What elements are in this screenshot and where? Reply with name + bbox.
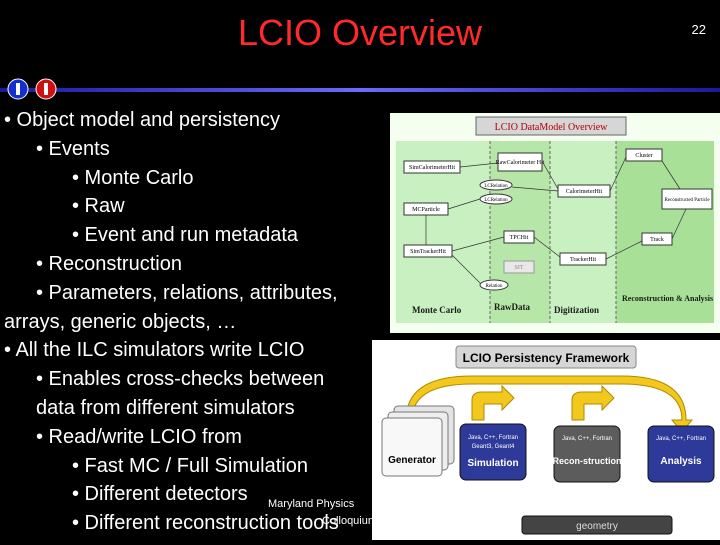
bullet-list: • Object model and persistency • Events … xyxy=(0,106,390,538)
box-track: Track xyxy=(650,237,664,243)
bullet-item: • Parameters, relations, attributes, xyxy=(36,281,338,304)
slide-title: LCIO Overview xyxy=(237,12,483,53)
stage-generator: Generator xyxy=(388,455,436,466)
bullet-item: • Enables cross-checks between xyxy=(36,368,325,391)
reconstruction-region xyxy=(616,141,714,323)
section-digitization: Digitization xyxy=(554,305,599,315)
box-reconstructed-particle: Reconstructed Particle xyxy=(664,198,710,203)
persistency-diagram: LCIO Persistency Framework Generator Jav… xyxy=(372,340,720,540)
bullet-item: • Raw xyxy=(72,195,125,218)
stage-analysis-langs: Java, C++, Fortran xyxy=(656,436,706,442)
box-tracker-hit: TrackerHit xyxy=(570,257,596,263)
section-monte-carlo: Monte Carlo xyxy=(412,305,462,315)
bullet-item: • Different detectors xyxy=(72,483,248,506)
bullet-item: • Event and run metadata xyxy=(72,224,299,247)
ilc-logo-icon xyxy=(7,78,57,100)
stage-simulation-langs: Java, C++, Fortran xyxy=(468,435,518,441)
slide-number: 22 xyxy=(691,22,706,37)
geometry-bar: geometry xyxy=(521,515,673,535)
bullet-item: • Monte Carlo xyxy=(72,166,194,189)
digitization-region xyxy=(550,141,616,323)
bullet-item: data from different simulators xyxy=(36,396,295,419)
box-sit: SIT xyxy=(515,265,524,271)
box-cluster: Cluster xyxy=(635,153,652,159)
box-tpc-hit: TPCHit xyxy=(510,235,529,241)
bullet-item: • Events xyxy=(36,137,110,160)
bullet-item: • Different reconstruction tools xyxy=(72,512,339,535)
persistency-title: LCIO Persistency Framework xyxy=(463,351,630,365)
simulation-stage: Java, C++, Fortran Geant3, Geant4 Simula… xyxy=(459,423,527,481)
bullet-item: • Reconstruction xyxy=(36,252,182,275)
stage-reconstruction: Recon-struction xyxy=(552,456,621,466)
box-mc-particle: MCParticle xyxy=(412,207,440,213)
bullet-item: • Read/write LCIO from xyxy=(36,425,242,448)
bullet-item: arrays, generic objects, … xyxy=(4,310,237,333)
stage-geometry: geometry xyxy=(576,521,618,532)
box-sim-tracker-hit: SimTrackerHit xyxy=(410,249,446,255)
bullet-item: • Fast MC / Full Simulation xyxy=(72,454,308,477)
stage-simulation: Simulation xyxy=(467,458,518,469)
section-raw-data: RawData xyxy=(494,302,530,312)
datamodel-diagram: LCIO DataModel Overview SimCalorimeterHi… xyxy=(390,113,720,333)
stage-analysis: Analysis xyxy=(660,456,702,467)
box-raw-calorimeter-hit: RawCalorimeter Hit xyxy=(496,160,545,166)
box-relation: Relation xyxy=(486,284,503,289)
footer-physics: Maryland Physics xyxy=(268,498,355,510)
box-sim-calorimeter-hit: SimCalorimeterHit xyxy=(409,165,455,171)
box-lcrelation-2: LCRelation xyxy=(484,198,508,203)
datamodel-title: LCIO DataModel Overview xyxy=(495,122,609,133)
footer-colloquium: Colloquium xyxy=(322,515,378,527)
stage-simulation-geant: Geant3, Geant4 xyxy=(472,444,515,450)
box-calorimeter-hit: CalorimeterHit xyxy=(566,189,603,195)
bullet-item: • Object model and persistency xyxy=(4,109,281,131)
analysis-stage: Java, C++, Fortran Analysis xyxy=(647,425,715,483)
section-reconstruction: Reconstruction & Analysis xyxy=(622,294,713,303)
box-lcrelation: LCRelation xyxy=(484,184,508,189)
stage-recon-langs: Java, C++, Fortran xyxy=(562,436,612,442)
bullet-item: • All the ILC simulators write LCIO xyxy=(4,339,305,362)
reconstruction-stage: Java, C++, Fortran Recon-struction xyxy=(552,425,622,483)
header-beam-line xyxy=(0,88,720,92)
generator-stack: Generator xyxy=(381,405,455,477)
